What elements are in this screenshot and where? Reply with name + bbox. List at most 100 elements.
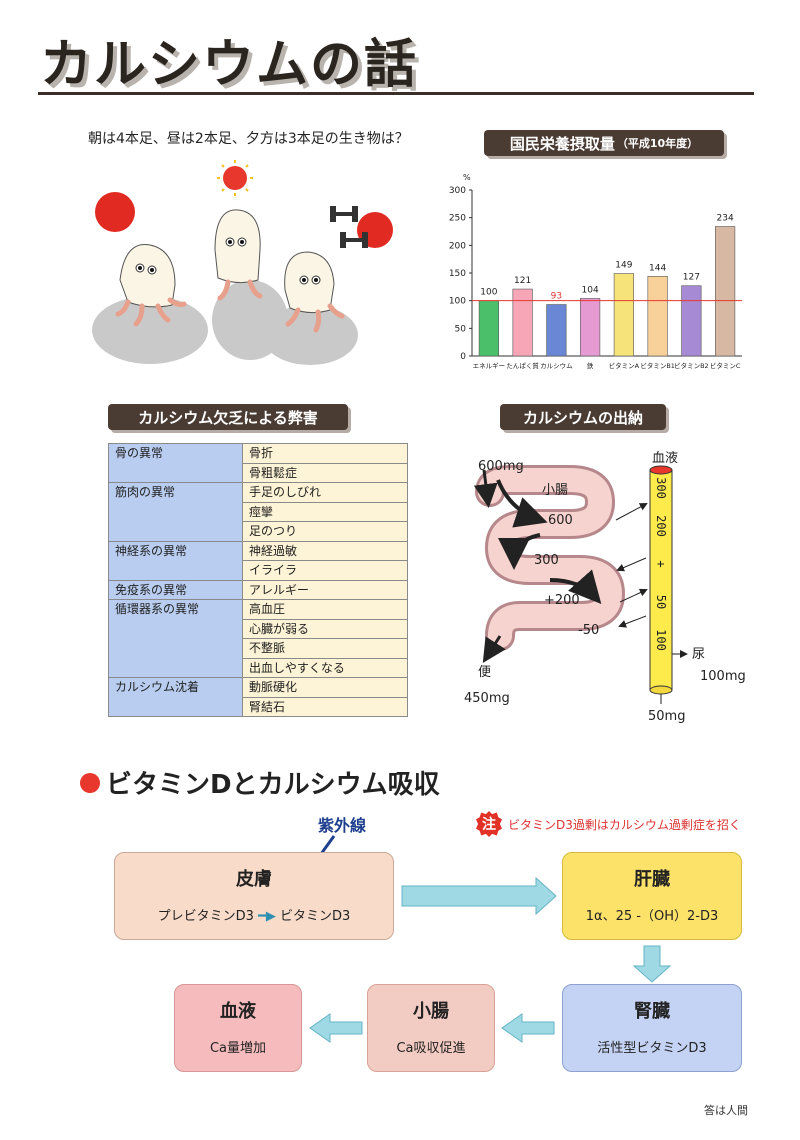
column-tick-label: 200 <box>654 515 668 537</box>
deficiency-category: 骨の異常 <box>108 443 243 483</box>
intake-amount: 600mg <box>478 459 524 474</box>
vitamin-label: ビタミンD3 <box>280 909 351 924</box>
bar-value-label: 127 <box>683 273 700 283</box>
x-tick-label: ビタミンB1 <box>640 361 675 370</box>
balance-title: カルシウムの出納 <box>500 404 666 430</box>
deficiency-category: 循環器系の異常 <box>108 599 243 678</box>
deficiency-category: 神経系の異常 <box>108 540 243 581</box>
table-row: イライラ <box>109 560 408 581</box>
deficiency-table: 骨の異常骨折骨粗鬆症筋肉の異常手足のしびれ痙攣足のつり神経系の異常神経過敏イライ… <box>108 443 408 717</box>
bar <box>715 226 736 357</box>
flow-arrow <box>549 569 602 604</box>
bar <box>647 276 668 357</box>
flow-value: +200 <box>544 593 580 608</box>
skin-conversion: プレビタミンD3 ━▶ ビタミンD3 <box>115 905 393 924</box>
skin-box: 皮膚 プレビタミンD3 ━▶ ビタミンD3 <box>114 852 394 940</box>
character-elder <box>284 251 345 333</box>
character-adult <box>214 209 263 301</box>
vitamin-d-title: ビタミンDとカルシウム吸収 <box>80 764 440 801</box>
x-tick-label: 鉄 <box>587 361 594 370</box>
bar <box>478 300 499 357</box>
flow-value: -50 <box>578 623 599 638</box>
x-tick-label: エネルギー <box>473 362 506 370</box>
deficiency-title: カルシウム欠乏による弊害 <box>108 404 348 430</box>
intestine-box: 小腸 Ca吸収促進 <box>367 984 495 1072</box>
intake-arrow <box>473 469 498 508</box>
kidney-box: 腎臓 活性型ビタミンD3 <box>562 984 742 1072</box>
warning-text: ビタミンD3過剰はカルシウム過剰症を招く <box>508 817 741 832</box>
warning-note: 注 ビタミンD3過剰はカルシウム過剰症を招く <box>476 811 741 837</box>
bar <box>613 273 634 357</box>
liver-title: 肝臓 <box>634 869 670 890</box>
flow-value: 300 <box>534 553 559 568</box>
deficiency-item: 不整脈 <box>242 638 408 659</box>
column-tick-label: 100 <box>654 629 668 651</box>
y-tick-label: 0 <box>460 352 466 362</box>
nutrition-chart-title: 国民栄養摂取量（平成10年度） <box>484 130 724 156</box>
shadow-right <box>262 305 358 365</box>
feces-label: 便 <box>478 665 491 680</box>
urine-label: 尿 <box>692 647 705 662</box>
deficiency-item: 出血しやすくなる <box>242 657 408 678</box>
chart-axes <box>471 190 742 357</box>
intestine-label: 小腸 <box>542 483 568 498</box>
exchange-arrow <box>616 557 647 572</box>
deficiency-item: 神経過敏 <box>242 540 408 561</box>
bar-value-label: 100 <box>480 288 497 298</box>
feces-amount: 450mg <box>464 691 510 706</box>
exchange-arrow <box>618 615 647 628</box>
riddle-text: 朝は4本足、昼は2本足、夕方は3本足の生き物は？ <box>88 131 409 147</box>
table-row: 神経系の異常神経過敏 <box>108 540 408 581</box>
blood-label: 血液 <box>652 451 678 466</box>
y-tick-label: 200 <box>449 241 466 251</box>
table-row: カルシウム沈着動脈硬化 <box>108 677 408 717</box>
intestine-title: 小腸 <box>413 1001 449 1022</box>
deficiency-item: 高血圧 <box>242 599 408 620</box>
kidney-title: 腎臓 <box>634 1001 670 1022</box>
y-axis-unit: % <box>463 173 471 182</box>
ball-icon <box>95 192 135 232</box>
flow-arrow <box>496 479 548 528</box>
bar <box>681 285 702 357</box>
dumbbell-icon <box>330 206 368 248</box>
deficiency-item: 骨折 <box>242 443 408 464</box>
y-tick-label: 50 <box>455 324 467 334</box>
answer-text: 答は人間 <box>704 1104 748 1117</box>
riddle-illustration <box>92 160 393 365</box>
bar-value-label: 144 <box>649 263 666 273</box>
x-tick-label: ビタミンB2 <box>674 361 709 370</box>
table-row: 筋肉の異常手足のしびれ <box>108 482 408 542</box>
x-tick-label: ビタミンC <box>710 361 741 370</box>
title-divider <box>38 92 754 95</box>
table-row: 出血しやすくなる <box>109 657 408 678</box>
deficiency-category: 免疫系の異常 <box>108 579 243 600</box>
arrow-liver-to-kidney <box>632 945 672 983</box>
calcium-balance-diagram: 300 200 +50 100 600mg 小腸 血液 600 300 +200 -5… <box>464 451 746 724</box>
bullet-dot-icon <box>80 772 100 793</box>
deficiency-category: カルシウム沈着 <box>108 677 243 717</box>
table-row: 骨の異常骨折 <box>108 443 408 483</box>
column-tick-label: 300 <box>654 477 668 499</box>
table-row: 腎結石 <box>109 696 408 717</box>
flow-arrow <box>498 533 541 570</box>
deficiency-item: 足のつり <box>242 521 408 542</box>
blood-sub: Ca量増加 <box>209 1041 267 1056</box>
sun-icon <box>217 160 253 196</box>
column-tick-label: 50 <box>654 595 668 609</box>
table-row: 心臓が弱る <box>109 618 408 639</box>
nutrition-chart-title-sub: （平成10年度） <box>616 137 699 150</box>
arrow-skin-to-liver <box>401 876 557 916</box>
feces-arrow <box>482 635 506 664</box>
exchange-arrow <box>615 503 648 521</box>
character-baby <box>115 243 187 327</box>
bottom-amount: 50mg <box>648 709 685 724</box>
table-row: 免疫系の異常アレルギー <box>108 579 408 600</box>
conversion-arrow-icon: ━▶ <box>258 909 281 924</box>
bar-value-label: 104 <box>582 285 599 295</box>
uv-label: 紫外線 <box>318 816 367 835</box>
flow-value: 600 <box>548 513 573 528</box>
column-tick-label: + <box>654 560 668 567</box>
x-tick-label: ビタミンA <box>609 361 640 370</box>
blood-column <box>649 465 673 695</box>
